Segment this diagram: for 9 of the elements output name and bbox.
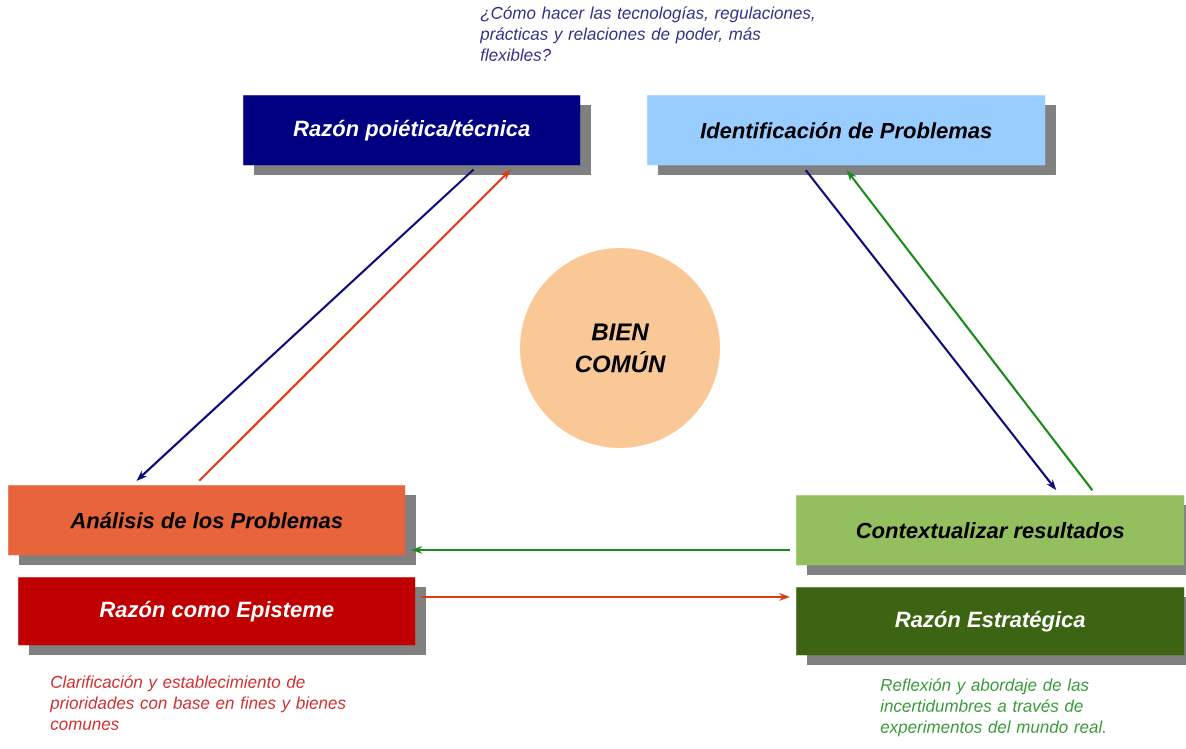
note-text: Reflexión y abordaje de las incertidumbres a través de experimentos del mundo real. — [880, 678, 1105, 737]
process-box: Identificación de Problemas — [647, 95, 1056, 175]
question-text: ¿Cómo hacer las tecnologías, regulaciones, prácticas y relaciones de poder, más flexibles? — [479, 6, 814, 61]
process-box: Razón como Episteme — [18, 577, 426, 655]
process-box: Razón Estratégica — [796, 587, 1186, 665]
process-box: Razón poiética/técnica — [243, 95, 591, 175]
note-text: Clarificación y establecimiento de prioridades con base en fines y bienes comunes — [49, 675, 346, 730]
process-box: Contextualizar resultados — [796, 495, 1186, 575]
process-box: Análisis de los Problemas — [8, 485, 416, 565]
